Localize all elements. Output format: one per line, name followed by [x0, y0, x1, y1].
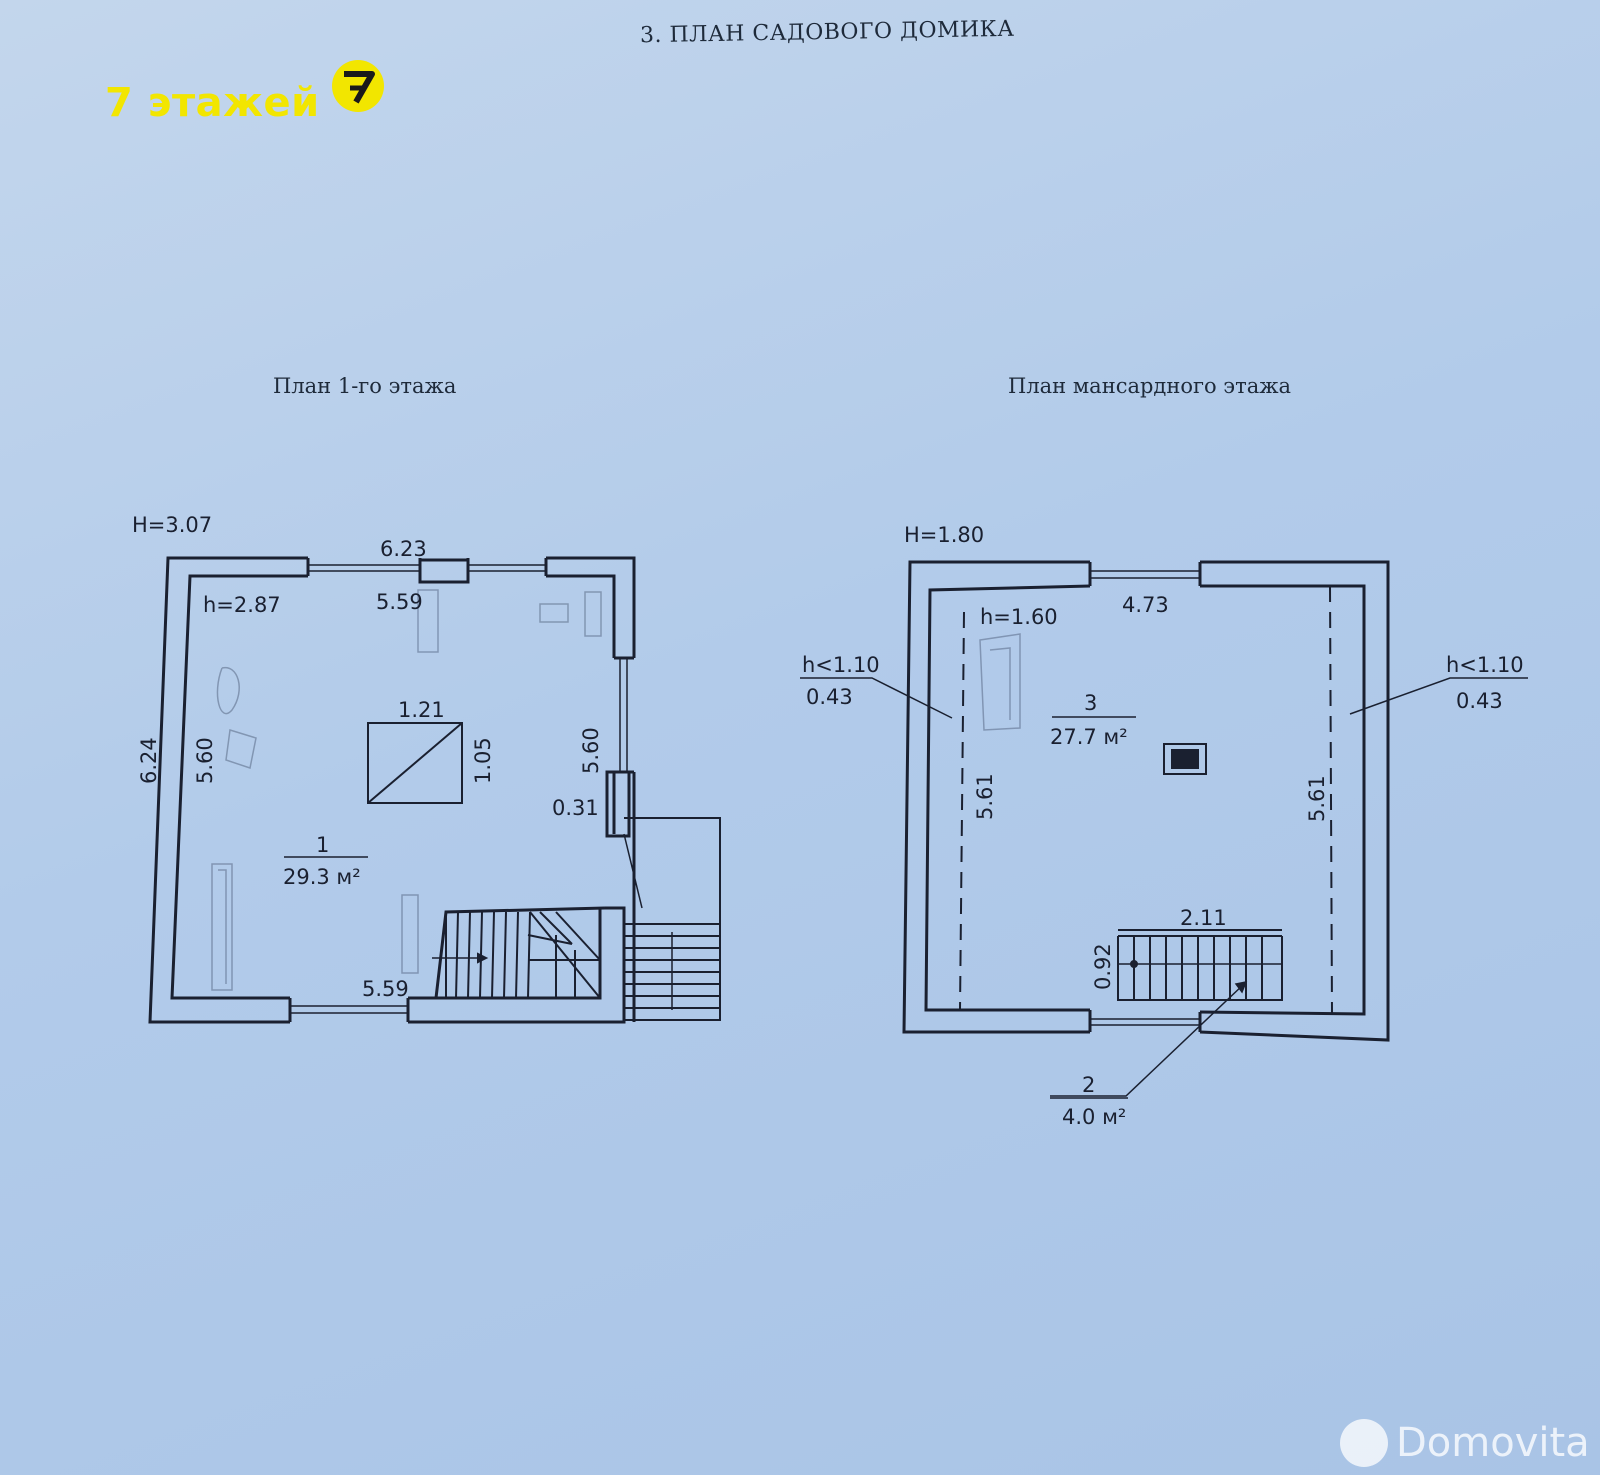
- plan1-floor-opening: [367, 722, 463, 804]
- area-fraction-bars: [284, 716, 1136, 1099]
- plan1-dim-top-outer: 6.23: [380, 537, 427, 561]
- plan1-dim-bottom-inner: 5.59: [362, 977, 409, 1001]
- plan1-stairs: [432, 911, 601, 999]
- plan2-room3-number: 3: [1084, 691, 1097, 715]
- plan2-leaders: [800, 677, 1528, 1097]
- plan2-low-height-lines: [959, 585, 1333, 1015]
- plan1-furniture: [211, 589, 602, 991]
- plan2-caption: План мансардного этажа: [1008, 374, 1292, 398]
- plan2-stairs: [1117, 929, 1283, 1001]
- plan1-dim-offset: 0.31: [552, 796, 599, 820]
- watermark-logo-icon: [1340, 1419, 1388, 1467]
- plan1-dim-left-outer: 6.24: [137, 737, 161, 784]
- plan1-room-area: 29.3 м²: [283, 865, 361, 889]
- plan2-h-label: h=1.60: [980, 605, 1058, 629]
- plan2-chimney: [1163, 743, 1207, 775]
- plan1-walls: [148, 556, 636, 1024]
- plan1-opening-height: 1.05: [471, 737, 495, 784]
- plan1-dim-right-inner: 5.60: [579, 727, 603, 774]
- plan2-H-label: H=1.80: [904, 523, 984, 547]
- plan1-dim-left-inner: 5.60: [193, 737, 217, 784]
- plan2-left-h-value: 0.43: [806, 685, 853, 709]
- plan1-H-label: H=3.07: [132, 513, 212, 537]
- plan1-opening-width: 1.21: [398, 698, 445, 722]
- plan1-h-label: h=2.87: [203, 593, 281, 617]
- plan2-dim-right: 5.61: [1305, 775, 1329, 822]
- plan2-left-h-label: h<1.10: [802, 653, 880, 677]
- logo-text: 7 этажей: [105, 80, 320, 126]
- plan1-caption: План 1-го этажа: [273, 374, 457, 398]
- plan2-right-h-label: h<1.10: [1446, 653, 1524, 677]
- plan2-dim-left: 5.61: [973, 773, 997, 820]
- plan1-room-number: 1: [316, 833, 329, 857]
- watermark-text: Domovita: [1396, 1420, 1590, 1466]
- logo-badge-icon: [332, 60, 384, 112]
- plan2-room2-number: 2: [1082, 1073, 1095, 1097]
- plan2-stair-height: 0.92: [1091, 943, 1115, 990]
- plan2-room3-area: 27.7 м²: [1050, 725, 1128, 749]
- plan1-porch: [623, 817, 721, 1021]
- plan2-right-h-value: 0.43: [1456, 689, 1503, 713]
- plan2-stair-width: 2.11: [1180, 906, 1227, 930]
- plan2-furniture: [979, 633, 1021, 731]
- plan1-dim-top-inner: 5.59: [376, 590, 423, 614]
- watermark: Domovita: [1340, 1415, 1590, 1471]
- plan2-walls: [902, 560, 1390, 1042]
- plan2-room2-area: 4.0 м²: [1062, 1105, 1126, 1129]
- plan2-dim-top: 4.73: [1122, 593, 1169, 617]
